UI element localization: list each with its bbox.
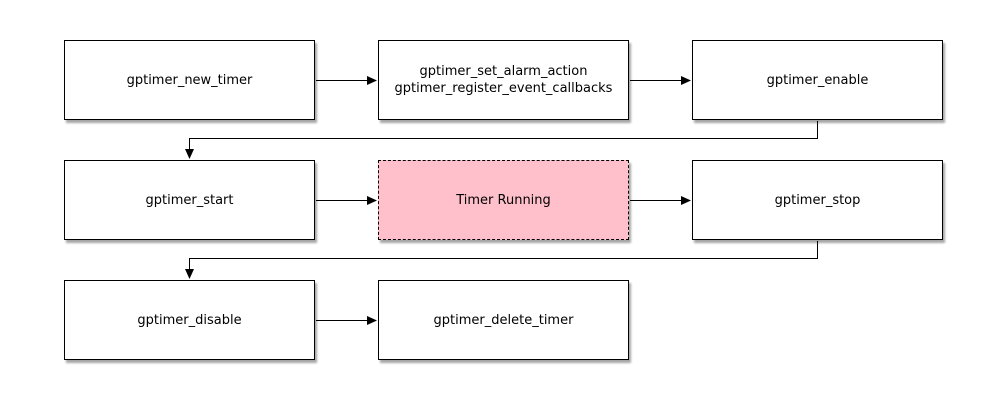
node-label: gptimer_disable — [137, 312, 242, 328]
connector-enable-to-start — [185, 121, 818, 159]
connector-stop-to-disable — [185, 241, 818, 279]
node-label: gptimer_start — [145, 192, 234, 208]
node-gptimer-set-alarm-action: gptimer_set_alarm_action gptimer_registe… — [378, 40, 629, 120]
node-gptimer-stop: gptimer_stop — [692, 160, 943, 240]
node-gptimer-start: gptimer_start — [64, 160, 315, 240]
node-gptimer-enable: gptimer_enable — [692, 40, 943, 120]
node-label-line2: gptimer_register_event_callbacks — [394, 81, 613, 96]
node-gptimer-new-timer: gptimer_new_timer — [64, 40, 315, 120]
node-timer-running: Timer Running — [378, 160, 629, 240]
node-label: gptimer_delete_timer — [433, 312, 574, 328]
node-label: gptimer_stop — [774, 192, 861, 208]
node-gptimer-delete-timer: gptimer_delete_timer — [378, 280, 629, 360]
node-label: Timer Running — [456, 192, 551, 208]
node-label: gptimer_enable — [766, 72, 869, 88]
node-label: gptimer_new_timer — [126, 72, 253, 88]
node-label-line1: gptimer_set_alarm_action — [419, 64, 588, 79]
node-gptimer-disable: gptimer_disable — [64, 280, 315, 360]
